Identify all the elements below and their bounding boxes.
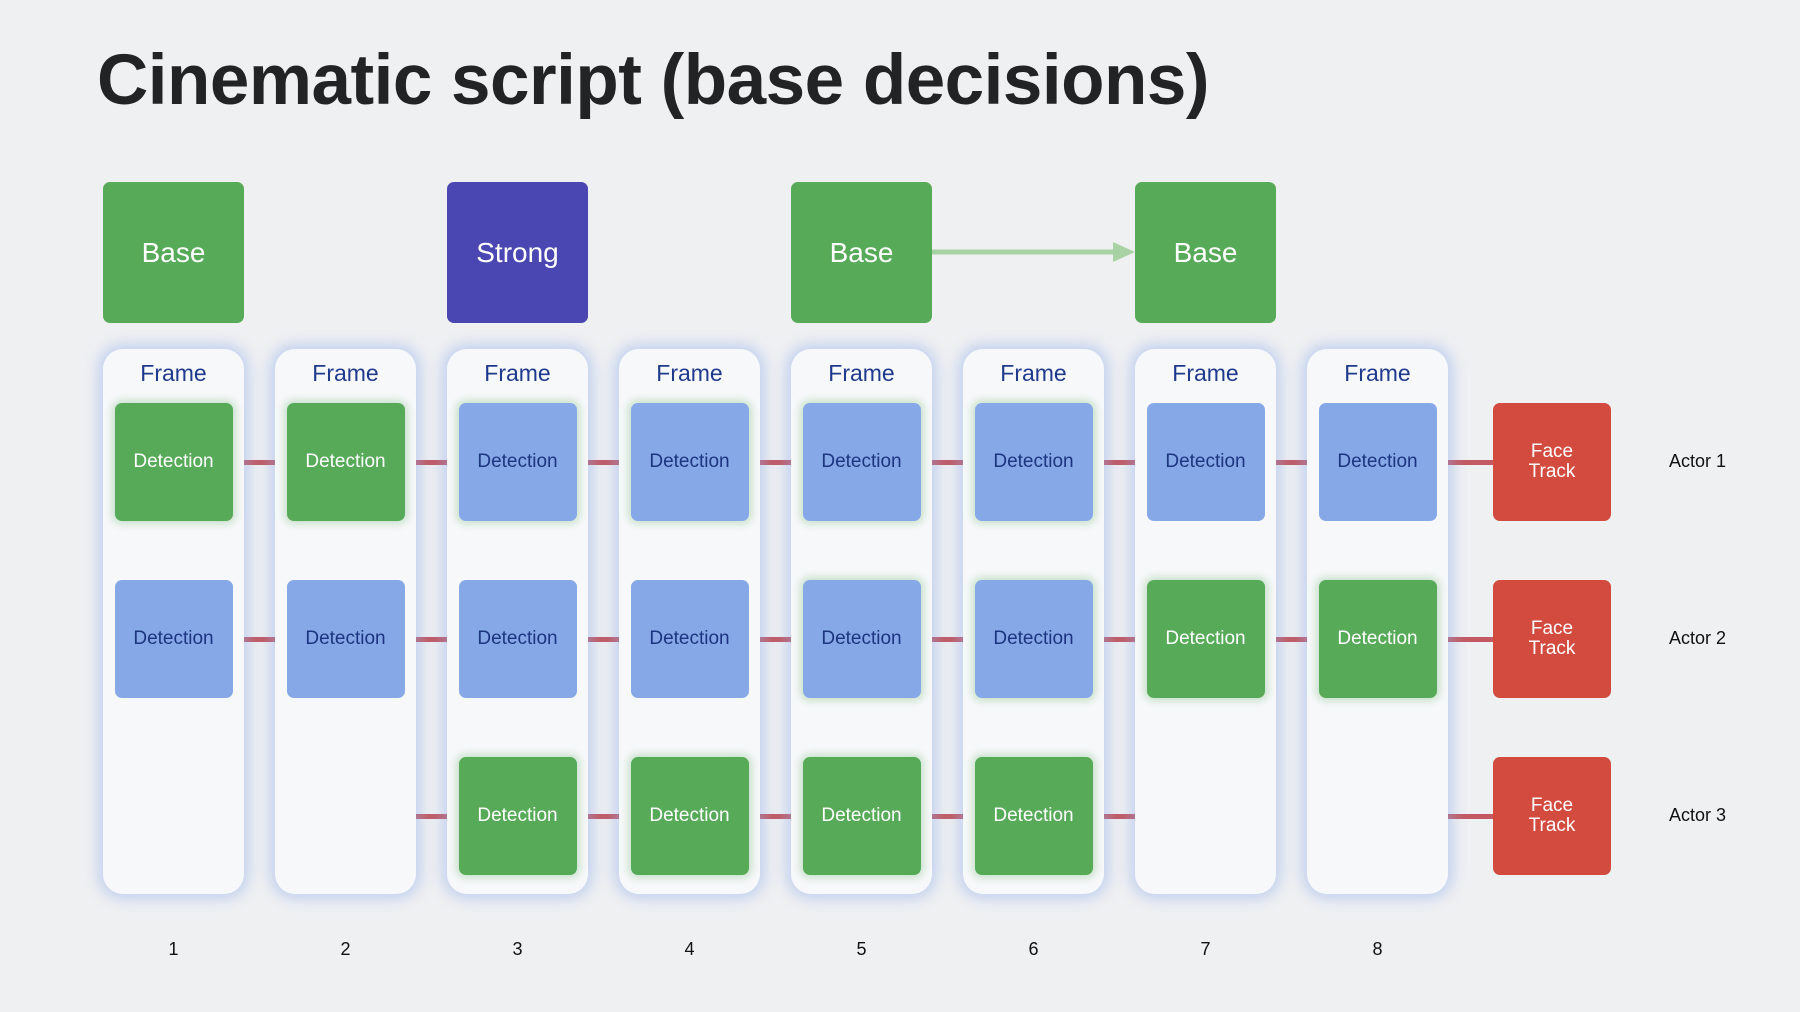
detection-box[interactable]: Detection (1146, 580, 1265, 698)
track-link-line (576, 460, 631, 465)
face-track-line1: Face (1530, 441, 1574, 462)
detection-box[interactable]: Detection (974, 403, 1093, 521)
track-link-line (1264, 460, 1319, 465)
track-link-line (1423, 814, 1493, 819)
frame-number: 2 (340, 939, 351, 959)
track-link-line (1436, 460, 1493, 465)
frame-label: Frame (1000, 360, 1067, 386)
actor-label: Actor 3 (1669, 805, 1727, 825)
track-link-line (576, 814, 631, 819)
track-link-line (1092, 637, 1147, 642)
detection-box[interactable]: Detection (286, 580, 405, 698)
track-link-line (920, 814, 975, 819)
track-link-line (748, 637, 803, 642)
frame-number: 1 (168, 939, 179, 959)
detection-box[interactable]: Detection (802, 403, 921, 521)
track-link-line (1436, 637, 1493, 642)
detection-box[interactable]: Detection (630, 403, 749, 521)
base-decision-box[interactable]: Base (791, 182, 932, 323)
frame-label: Frame (484, 360, 551, 386)
frame-label: Frame (828, 360, 895, 386)
actor-label: Actor 2 (1669, 628, 1727, 648)
track-link-line (391, 814, 459, 819)
detection-box[interactable]: Detection (114, 580, 233, 698)
detection-box[interactable]: Detection (286, 403, 405, 521)
track-link-line (1092, 460, 1147, 465)
detection-box[interactable]: Detection (802, 757, 921, 875)
face-track-line2: Track (1528, 461, 1576, 482)
frame-label: Frame (140, 360, 207, 386)
frame-number: 7 (1200, 939, 1211, 959)
track-link-line (1092, 814, 1135, 819)
detection-box[interactable]: Detection (974, 757, 1093, 875)
page-title: Cinematic script (base decisions) (97, 41, 1209, 120)
detection-box[interactable]: Detection (630, 580, 749, 698)
frame-label: Frame (1172, 360, 1239, 386)
frame-number: 6 (1028, 939, 1039, 959)
face-track-line1: Face (1530, 795, 1574, 816)
frame-label: Frame (656, 360, 723, 386)
decision-arrow-head (1113, 242, 1135, 262)
detection-box[interactable]: Detection (630, 757, 749, 875)
track-link-line (404, 460, 459, 465)
detection-box[interactable]: Detection (1318, 580, 1437, 698)
face-track-line1: Face (1530, 618, 1574, 639)
strong-decision-box[interactable]: Strong (447, 182, 588, 323)
face-track-line2: Track (1528, 638, 1576, 659)
detection-box[interactable]: Detection (114, 403, 233, 521)
frame-number: 8 (1372, 939, 1383, 959)
actor-label: Actor 1 (1669, 451, 1727, 471)
detection-box[interactable]: Detection (458, 757, 577, 875)
detection-box[interactable]: Detection (1318, 403, 1437, 521)
track-link-line (1264, 637, 1319, 642)
track-link-line (748, 460, 803, 465)
track-link-line (748, 814, 803, 819)
track-link-line (920, 460, 975, 465)
face-track-line2: Track (1528, 815, 1576, 836)
base-decision-box[interactable]: Base (1135, 182, 1276, 323)
track-link-line (920, 637, 975, 642)
frame-number: 5 (856, 939, 867, 959)
frame-number: 3 (512, 939, 523, 959)
frame-number: 4 (684, 939, 695, 959)
track-link-line (232, 460, 287, 465)
detection-box[interactable]: Detection (974, 580, 1093, 698)
detection-box[interactable]: Detection (802, 580, 921, 698)
track-link-line (404, 637, 459, 642)
detection-box[interactable]: Detection (458, 403, 577, 521)
detection-box[interactable]: Detection (1146, 403, 1265, 521)
track-link-line (576, 637, 631, 642)
frame-label: Frame (1344, 360, 1411, 386)
base-decision-box[interactable]: Base (103, 182, 244, 323)
detection-box[interactable]: Detection (458, 580, 577, 698)
track-link-line (232, 637, 287, 642)
frame-label: Frame (312, 360, 379, 386)
